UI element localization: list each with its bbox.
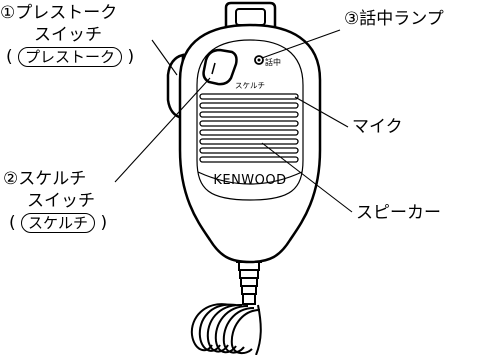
squelch-chip: スケルチ (21, 213, 96, 233)
ptt-label-line2: スイッチ (34, 25, 102, 45)
leader-lines (114, 29, 353, 213)
squelch-button[interactable] (202, 48, 238, 86)
squelch-label: ②スケルチ スイッチ ( スケルチ ) (3, 168, 107, 234)
logo-band (197, 171, 303, 185)
squelch-printed-label: スケルチ (235, 81, 265, 90)
ptt-label-line1: ①プレストーク (0, 3, 118, 23)
ptt-label-line3: ( プレストーク ) (6, 47, 135, 67)
squelch-label-line2: スイッチ (27, 191, 95, 211)
mic-label: マイク (352, 117, 403, 137)
squelch-label-line1: ②スケルチ (3, 169, 87, 189)
front-panel-outline (196, 39, 304, 201)
speaker-label: スピーカー (356, 203, 441, 223)
speaker-grille (199, 93, 299, 163)
busy-lamp-label: ③話中ランプ (344, 9, 444, 29)
lamp-label: 話中 (265, 57, 281, 67)
coiled-cord (190, 303, 262, 355)
brand-logo: KENWOOD (213, 173, 286, 188)
squelch-label-line3: ( スケルチ ) (9, 213, 108, 233)
ptt-label: ①プレストーク スイッチ ( プレストーク ) (0, 2, 134, 68)
hanger-loop (224, 1, 277, 28)
ptt-chip: プレストーク (18, 47, 123, 67)
